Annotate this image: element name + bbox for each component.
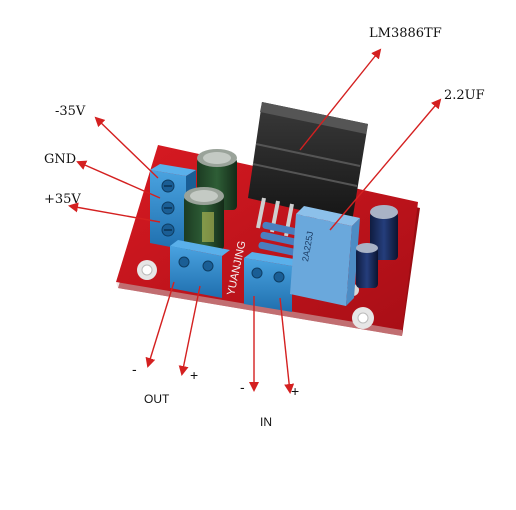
arrow-neg-supply bbox=[94, 116, 159, 179]
arrow-pos-supply bbox=[68, 202, 161, 223]
capacitor-label: 2.2UF bbox=[444, 88, 485, 103]
in-plus-label: + bbox=[291, 383, 300, 399]
neg-supply-label: -35V bbox=[55, 104, 86, 119]
arrow-cap bbox=[329, 98, 442, 231]
output-terminal-block bbox=[170, 240, 230, 298]
out-plus-label: + bbox=[190, 367, 199, 383]
electrolytic-capacitors bbox=[184, 149, 237, 250]
arrow-out-minus bbox=[145, 281, 175, 368]
in-minus-label: - bbox=[240, 379, 245, 395]
arrow-ground bbox=[76, 160, 161, 199]
film-capacitor: 2A225J bbox=[290, 206, 360, 306]
out-label: OUT bbox=[144, 392, 170, 406]
arrow-chip bbox=[299, 48, 382, 151]
out-minus-label: - bbox=[132, 361, 137, 377]
small-capacitors bbox=[356, 205, 398, 288]
ground-label: GND bbox=[44, 152, 77, 167]
arrow-in-plus bbox=[279, 297, 295, 394]
chip-label: LM3886TF bbox=[369, 26, 442, 41]
in-label: IN bbox=[260, 415, 272, 429]
pos-supply-label: +35V bbox=[44, 192, 81, 207]
arrow-out-plus bbox=[178, 285, 201, 376]
annotation-arrows bbox=[68, 48, 442, 394]
